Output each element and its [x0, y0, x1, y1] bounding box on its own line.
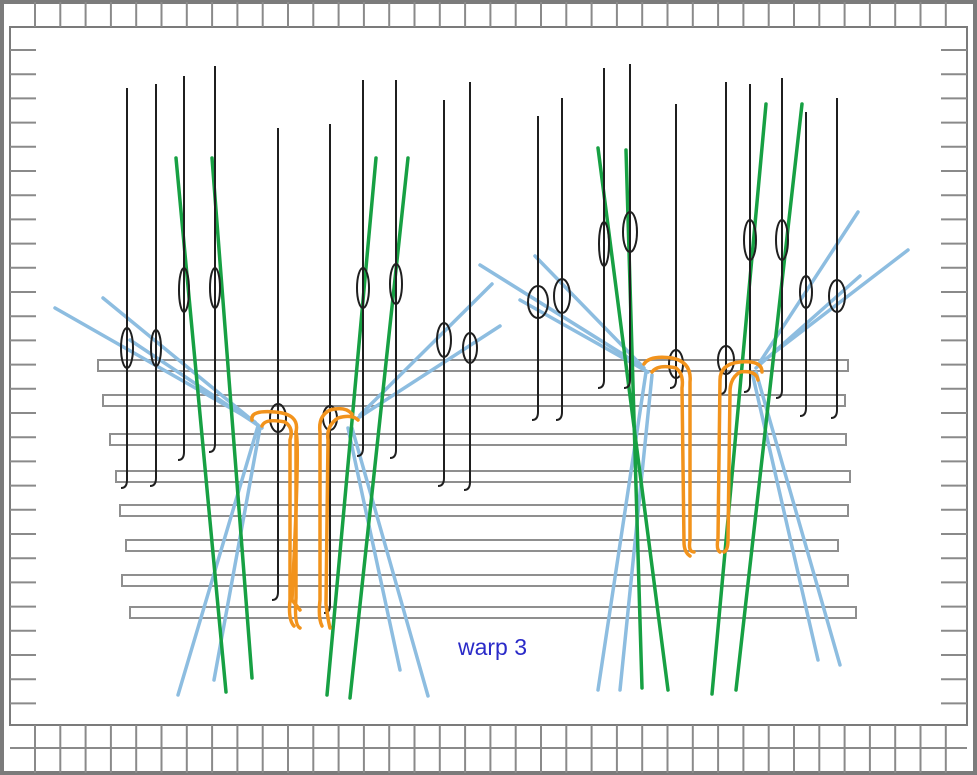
- heddle-thread: [271, 128, 279, 601]
- weft-bars: [97, 359, 857, 619]
- heddle-threads: [120, 64, 846, 614]
- blue-thread: [346, 426, 402, 672]
- green-thread: [210, 156, 254, 680]
- heddle-eye: [389, 263, 403, 305]
- orange-loop: [317, 406, 360, 630]
- heddle-thread: [149, 84, 157, 487]
- weft-bar: [109, 433, 847, 446]
- heddle-thread: [389, 80, 397, 459]
- blue-thread: [176, 424, 260, 697]
- heddle-eye: [553, 278, 571, 314]
- heddle-thread: [775, 78, 783, 399]
- weft-bar: [102, 394, 846, 407]
- heddle-thread: [437, 100, 445, 487]
- green-thread: [734, 102, 804, 692]
- heddle-eye: [775, 219, 789, 261]
- blue-thread: [533, 254, 646, 370]
- heddle-eye: [598, 221, 610, 267]
- blue-thread: [750, 370, 820, 662]
- green-thread: [348, 156, 410, 700]
- orange-loops: [250, 355, 764, 630]
- heddle-thread: [356, 80, 364, 457]
- heddle-eye: [717, 345, 735, 375]
- heddle-eye: [799, 275, 813, 309]
- heddle-thread: [623, 64, 631, 389]
- green-thread: [710, 102, 768, 696]
- diagram-caption: warp 3: [458, 634, 528, 660]
- heddle-eye: [120, 327, 134, 369]
- orange-loop: [290, 430, 302, 612]
- weft-bar: [97, 359, 849, 372]
- weft-bar: [129, 606, 857, 619]
- blue-thread: [478, 263, 642, 367]
- heddle-eye: [178, 267, 190, 313]
- heddle-thread: [463, 82, 471, 491]
- blue-thread: [596, 370, 648, 692]
- weft-bar: [119, 504, 849, 517]
- heddle-eye: [462, 332, 478, 364]
- blue-thread: [754, 370, 842, 667]
- blue-thread: [350, 426, 430, 698]
- orange-loop: [715, 359, 764, 554]
- heddle-eye: [150, 329, 162, 367]
- heddle-thread: [830, 98, 838, 419]
- heddle-eye: [209, 267, 221, 309]
- heddle-eye: [269, 403, 287, 433]
- heddle-eye: [436, 322, 452, 358]
- heddle-thread: [120, 88, 128, 489]
- heddle-thread: [669, 104, 677, 389]
- heddle-thread: [555, 98, 563, 421]
- heddle-thread: [177, 76, 185, 461]
- weft-bar: [115, 470, 851, 483]
- weft-bar: [125, 539, 839, 552]
- inner-border: [9, 26, 968, 726]
- heddle-thread: [743, 84, 751, 393]
- heddle-thread: [531, 116, 539, 421]
- heddle-eye: [828, 279, 846, 313]
- orange-loop: [250, 409, 302, 630]
- heddle-eye: [743, 219, 757, 261]
- green-thread: [325, 156, 378, 697]
- green-thread: [624, 148, 644, 690]
- heddle-eye: [527, 285, 549, 319]
- heddle-thread: [597, 68, 605, 389]
- orange-loop: [642, 355, 696, 558]
- weft-bar: [121, 574, 849, 587]
- heddle-eye: [622, 211, 638, 253]
- heddle-thread: [208, 66, 216, 453]
- heddle-eye: [356, 267, 370, 309]
- heddle-thread: [323, 124, 331, 614]
- heddle-thread: [799, 112, 807, 417]
